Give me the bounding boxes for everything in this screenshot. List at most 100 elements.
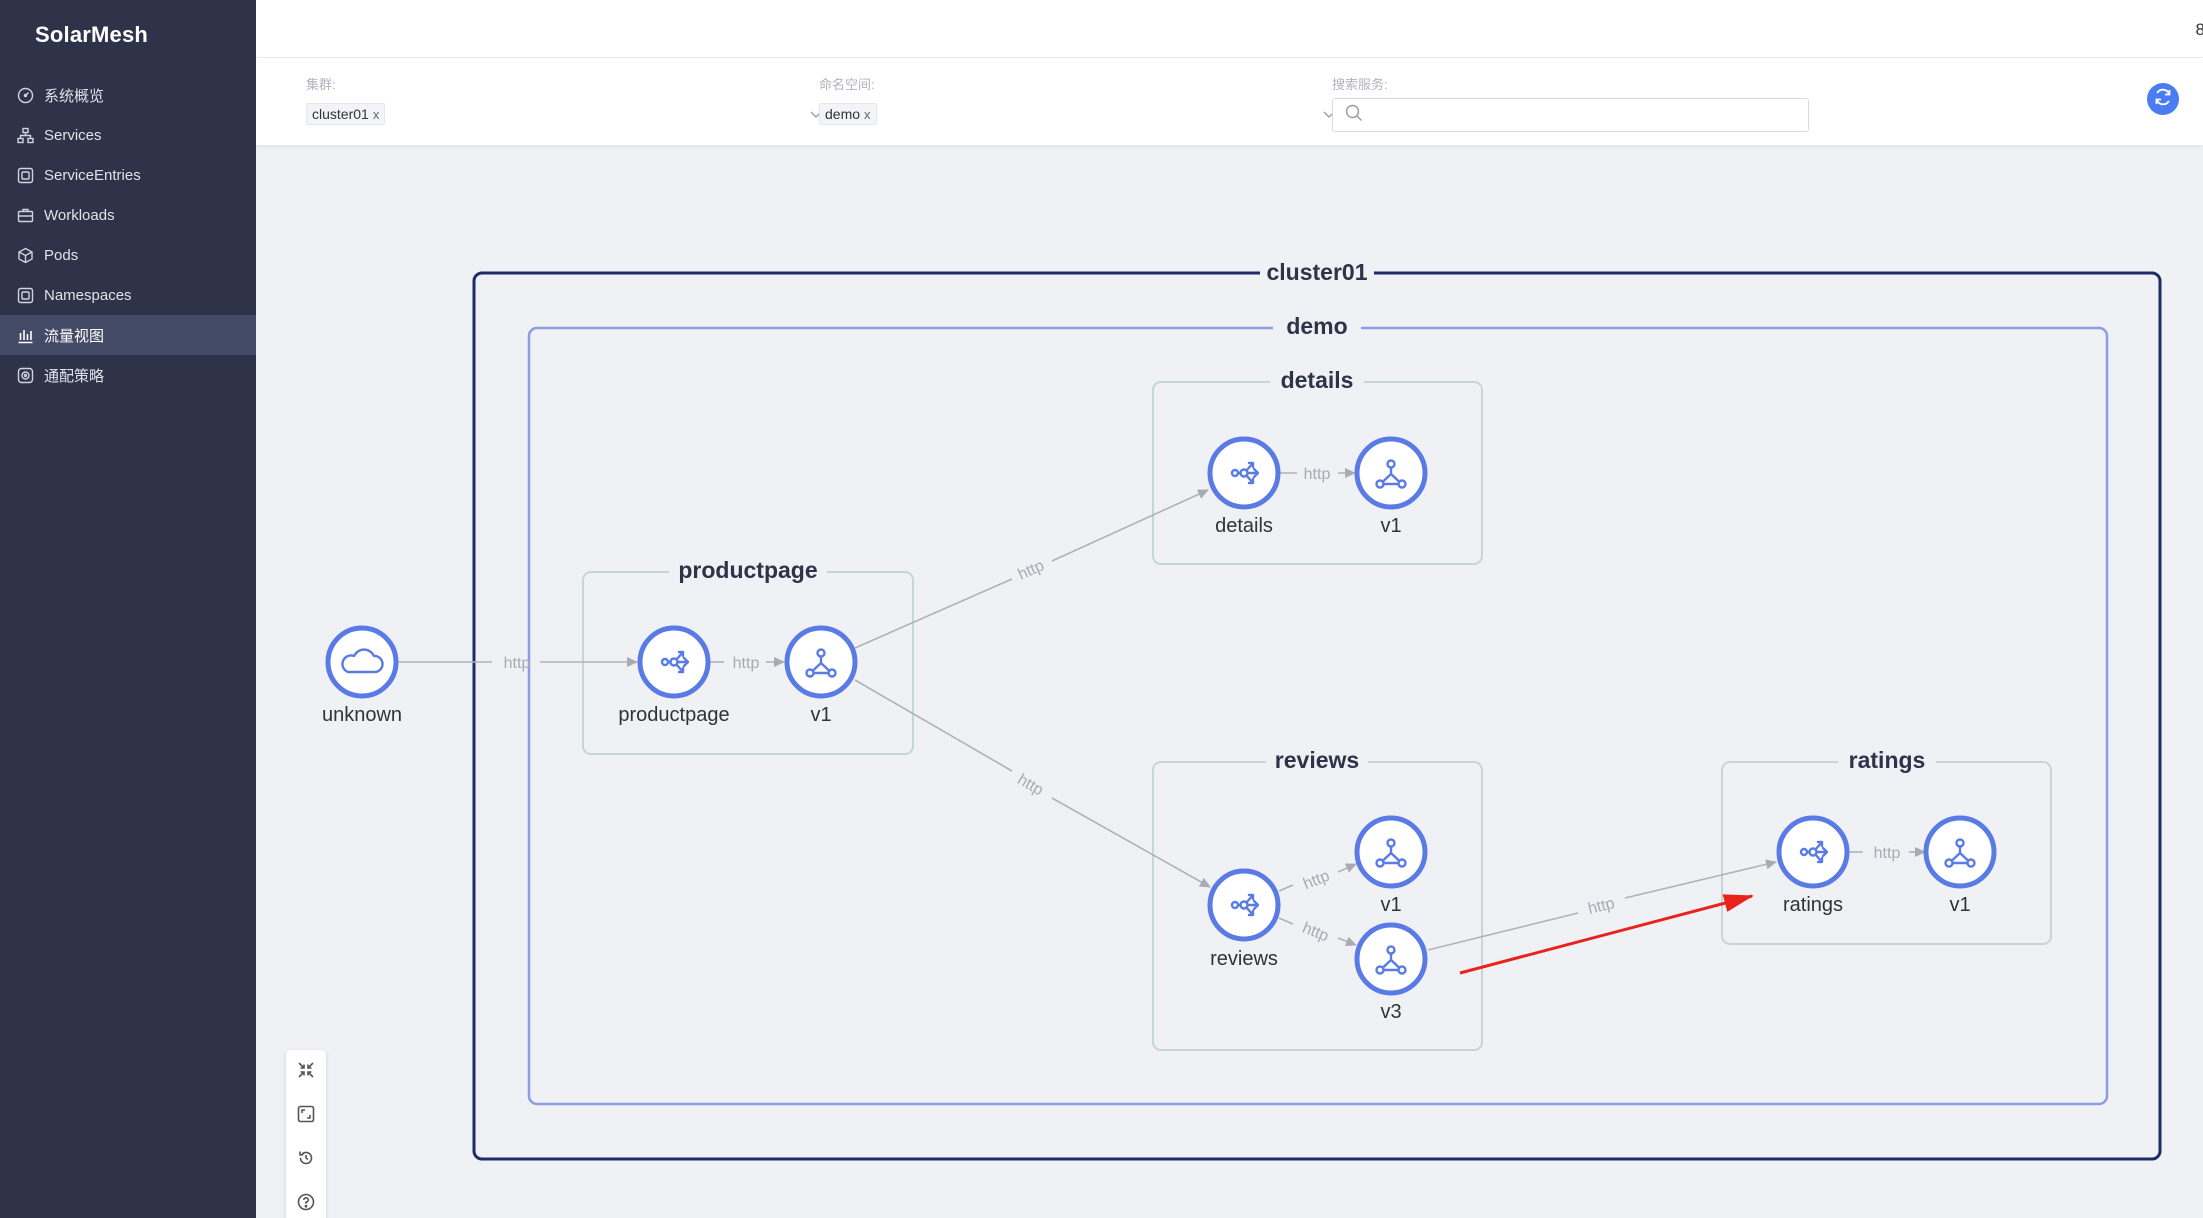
group-title-bg xyxy=(1838,745,1936,777)
sidebar-item-label: Pods xyxy=(44,246,79,264)
top-header: 8 xyxy=(256,0,2203,58)
help-button[interactable] xyxy=(286,1182,326,1218)
sidebar-item-label: Services xyxy=(44,126,102,144)
edge-label: http xyxy=(1304,466,1331,483)
edge-v1-reviews xyxy=(854,679,1013,772)
sidebar-item-label: 系统概览 xyxy=(44,87,105,105)
header-badge: 8 xyxy=(2195,20,2203,39)
node-ratings-v1[interactable]: v1 xyxy=(1923,815,1997,916)
namespace-tag-remove[interactable]: x xyxy=(864,106,871,122)
sidebar-nav: 系统概览 Services ServiceEntries Workloads P… xyxy=(0,75,256,395)
node-reviews-v1[interactable]: v1 xyxy=(1354,815,1428,916)
node-label: v1 xyxy=(1949,894,1970,916)
edge-label: http xyxy=(1301,867,1332,893)
sidebar-item-pods[interactable]: Pods xyxy=(0,235,256,275)
edge-reviews-v1-arrow xyxy=(1337,863,1357,873)
group-title-bg xyxy=(1266,745,1368,777)
services-icon xyxy=(17,127,34,144)
search-label: 搜索服务: xyxy=(1332,77,1388,92)
cluster-filter: 集群: cluster01 x xyxy=(306,74,824,128)
sidebar-item-label: 通配策略 xyxy=(44,367,105,385)
edge-label: http xyxy=(504,655,531,672)
node-productpage-v1[interactable]: v1 xyxy=(784,625,858,726)
group-title-reviews: reviews xyxy=(1275,747,1359,773)
node-label: reviews xyxy=(1210,948,1278,970)
refresh-icon xyxy=(2153,87,2173,112)
group-title-details: details xyxy=(1281,367,1354,393)
collapse-icon xyxy=(297,1061,315,1084)
edge-label: http xyxy=(1586,895,1616,918)
group-title-bg xyxy=(1270,365,1364,397)
node-details-service[interactable]: details xyxy=(1207,436,1281,537)
sidebar-item-label: 流量视图 xyxy=(44,327,105,345)
search-field xyxy=(1332,98,1809,132)
reset-button[interactable] xyxy=(286,1138,326,1182)
node-details-v1[interactable]: v1 xyxy=(1354,436,1428,537)
sidebar: SolarMesh 系统概览 Services ServiceEntries W… xyxy=(0,0,256,1218)
sidebar-item-label: Namespaces xyxy=(44,286,132,304)
search-input[interactable] xyxy=(1371,107,1808,123)
bar-chart-icon xyxy=(17,327,34,344)
sidebar-item-label: ServiceEntries xyxy=(44,166,141,184)
cube-icon xyxy=(17,247,34,264)
edge-v3-ratings-arrow xyxy=(1624,859,1777,899)
help-icon xyxy=(297,1193,315,1216)
sidebar-item-services[interactable]: Services xyxy=(0,115,256,155)
edge-label: http xyxy=(1014,771,1046,799)
namespace-tag: demo x xyxy=(819,103,877,125)
node-label: v1 xyxy=(1380,894,1401,916)
namespace-tag-label: demo xyxy=(825,106,861,122)
sidebar-item-overview[interactable]: 系统概览 xyxy=(0,75,256,115)
edge-label: http xyxy=(733,655,760,672)
sidebar-item-namespaces[interactable]: Namespaces xyxy=(0,275,256,315)
node-label: v3 xyxy=(1380,1001,1401,1023)
node-unknown[interactable]: unknown xyxy=(322,625,402,726)
service-search: 搜索服务: xyxy=(1332,74,1809,132)
sidebar-item-traffic-view[interactable]: 流量视图 xyxy=(0,315,256,355)
cluster-title-bg xyxy=(1260,256,1374,288)
node-ratings-service[interactable]: ratings xyxy=(1776,815,1850,916)
sidebar-item-label: Workloads xyxy=(44,206,115,224)
edge-v3-ratings xyxy=(1427,912,1579,951)
group-box-reviews xyxy=(1152,761,1483,1051)
namespace-select[interactable]: demo x xyxy=(819,100,1337,128)
cluster-tag: cluster01 x xyxy=(306,103,386,125)
sidebar-item-wildcard-policy[interactable]: 通配策略 xyxy=(0,355,256,395)
policy-icon xyxy=(17,367,34,384)
graph-toolbar xyxy=(286,1050,326,1218)
namespace-title: demo xyxy=(1286,313,1347,339)
cluster-tag-remove[interactable]: x xyxy=(372,106,380,122)
group-title-ratings: ratings xyxy=(1849,747,1926,773)
annotation-arrow xyxy=(1459,894,1754,975)
briefcase-icon xyxy=(17,207,34,224)
fit-view-icon xyxy=(297,1105,315,1128)
cluster-title: cluster01 xyxy=(1266,259,1367,285)
group-title-bg xyxy=(669,555,827,587)
cluster-tag-label: cluster01 xyxy=(312,106,369,122)
node-label: v1 xyxy=(810,704,831,726)
node-label: unknown xyxy=(322,704,402,726)
edge-reviews-v3 xyxy=(1278,917,1294,925)
cluster-select[interactable]: cluster01 x xyxy=(306,100,824,128)
sidebar-item-serviceentries[interactable]: ServiceEntries xyxy=(0,155,256,195)
sidebar-item-workloads[interactable]: Workloads xyxy=(0,195,256,235)
node-label: ratings xyxy=(1783,894,1843,916)
node-reviews-v3[interactable]: v3 xyxy=(1354,922,1428,1023)
filter-bar: 集群: cluster01 x 命名空间: demo x 搜索服务: xyxy=(256,58,2203,145)
reset-icon xyxy=(297,1149,315,1172)
node-reviews-service[interactable]: reviews xyxy=(1207,868,1281,970)
node-label: productpage xyxy=(618,704,729,726)
group-title-productpage: productpage xyxy=(678,557,817,583)
namespace-filter: 命名空间: demo x xyxy=(819,74,1337,128)
app-logo: SolarMesh xyxy=(35,22,149,47)
search-icon xyxy=(1345,104,1363,127)
node-productpage-service[interactable]: productpage xyxy=(618,625,730,726)
cluster-filter-label: 集群: xyxy=(306,77,336,92)
fit-view-button[interactable] xyxy=(286,1094,326,1138)
refresh-button[interactable] xyxy=(2147,83,2179,115)
dashboard-icon xyxy=(17,87,34,104)
edge-v1-reviews-arrow xyxy=(1051,797,1211,888)
collapse-button[interactable] xyxy=(286,1050,326,1094)
node-label: v1 xyxy=(1380,515,1401,537)
